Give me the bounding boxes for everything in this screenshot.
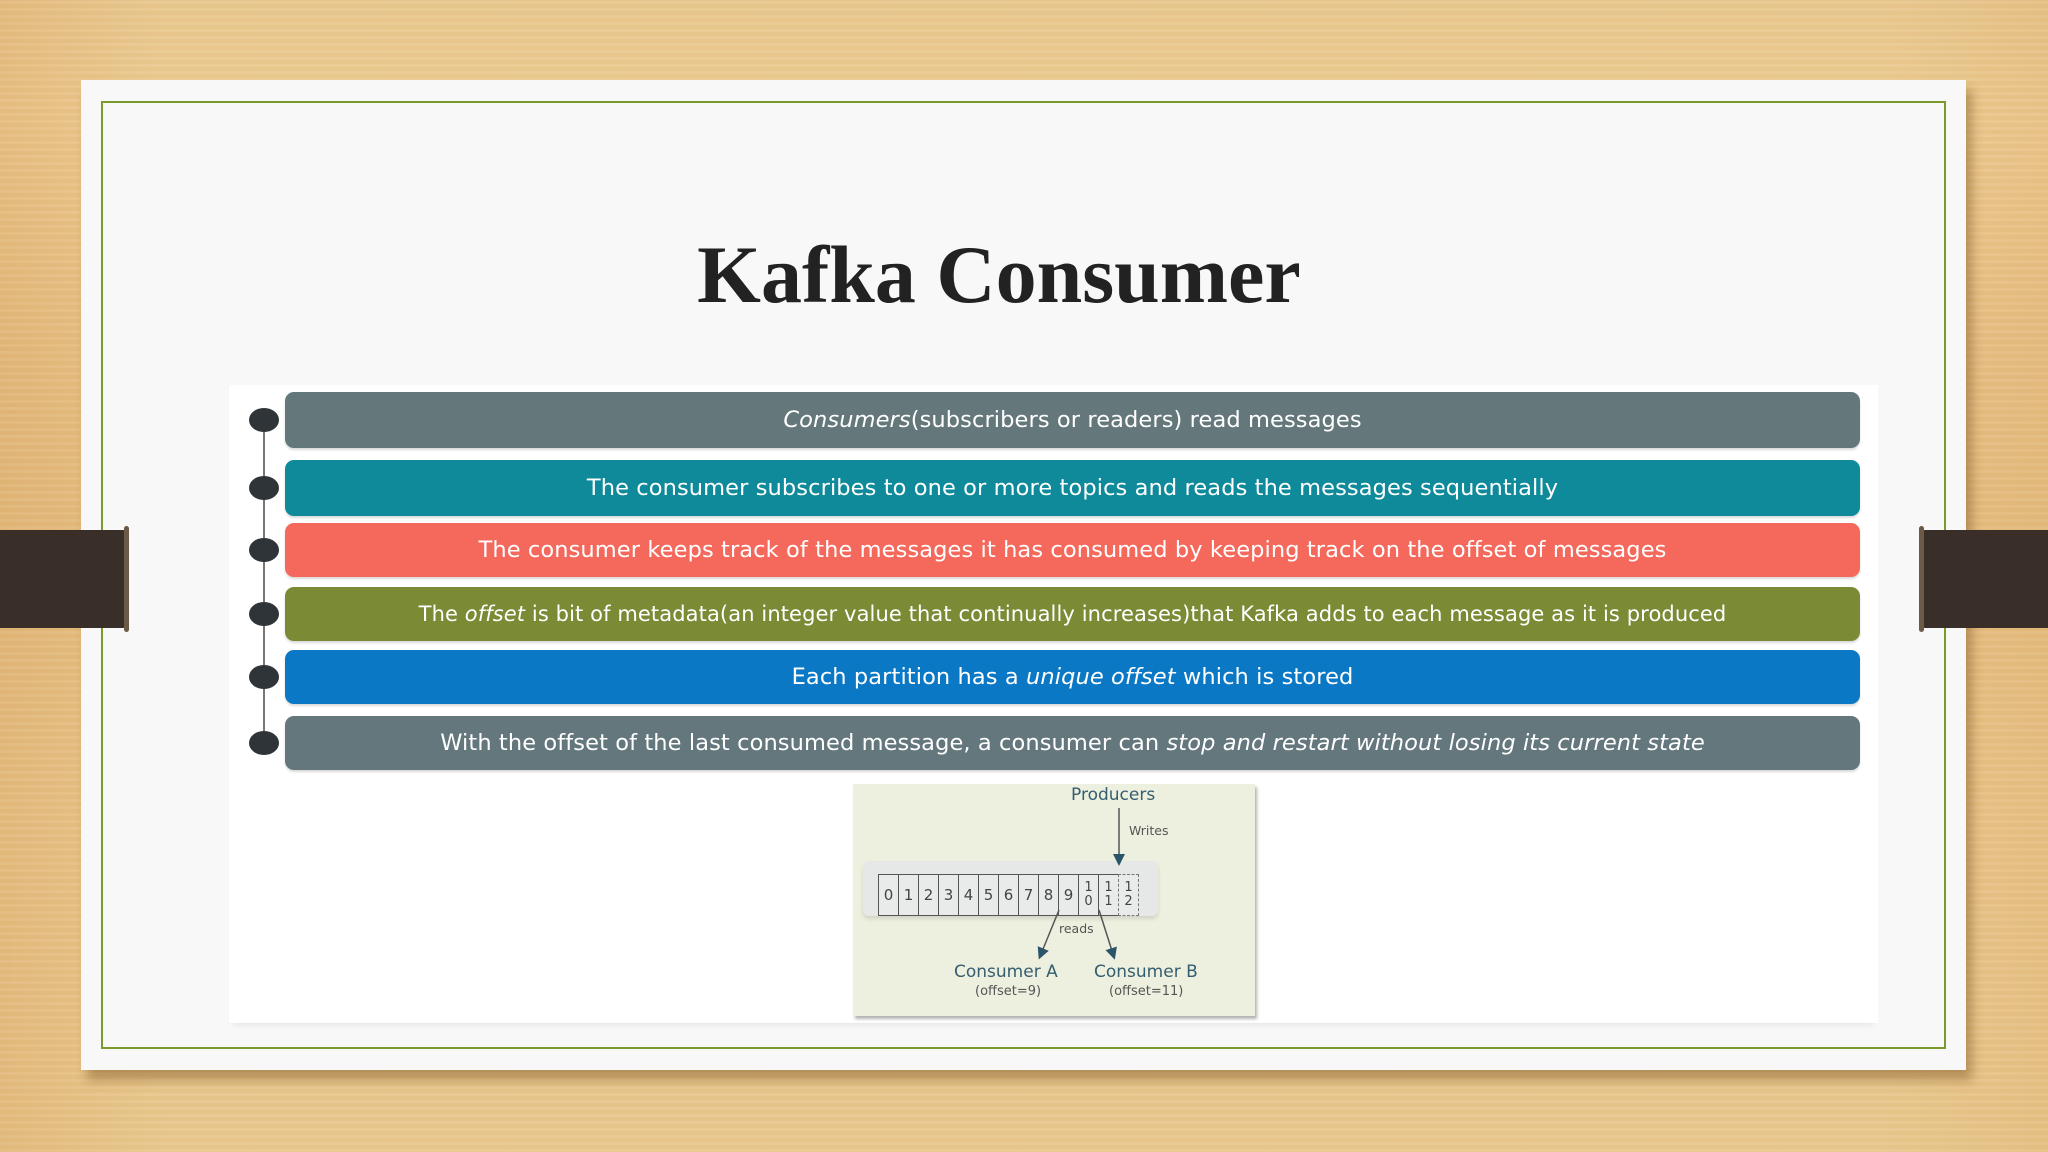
- offset-cell: 0: [878, 874, 898, 916]
- point-text: Consumers(subscribers or readers) read m…: [783, 407, 1362, 433]
- point-text: With the offset of the last consumed mes…: [440, 730, 1705, 756]
- offset-cell: 8: [1038, 874, 1058, 916]
- point-bar-1: Consumers(subscribers or readers) read m…: [285, 392, 1860, 448]
- point-bar-4: The offset is bit of metadata(an integer…: [285, 587, 1860, 641]
- point-bar-2: The consumer subscribes to one or more t…: [285, 460, 1860, 516]
- read-arrow-b-icon: [1098, 909, 1117, 960]
- offset-cell: 1: [898, 874, 918, 916]
- point-bar-5: Each partition has a unique offset which…: [285, 650, 1860, 704]
- point-bar-3: The consumer keeps track of the messages…: [285, 523, 1860, 577]
- consumer-b-offset: (offset=11): [1109, 984, 1184, 999]
- binder-clip-right: [1919, 526, 2048, 632]
- point-text: The consumer subscribes to one or more t…: [586, 475, 1559, 501]
- binder-clip-left: [0, 526, 129, 632]
- bullet-dot-icon: [249, 731, 279, 755]
- consumer-a-offset: (offset=9): [975, 984, 1042, 999]
- timeline-connector: [263, 428, 265, 744]
- point-bar-6: With the offset of the last consumed mes…: [285, 716, 1860, 770]
- bullet-dot-icon: [249, 602, 279, 626]
- point-text: The consumer keeps track of the messages…: [478, 537, 1667, 563]
- offset-cell: 7: [1018, 874, 1038, 916]
- bullet-dot-icon: [249, 538, 279, 562]
- bullet-dot-icon: [249, 408, 279, 432]
- producers-label: Producers: [1071, 785, 1156, 805]
- offset-cell: 6: [998, 874, 1018, 916]
- read-arrow-a-icon: [1037, 909, 1060, 960]
- slide-title: Kafka Consumer: [697, 229, 1301, 320]
- offset-cell: 2: [918, 874, 938, 916]
- bullet-dot-icon: [249, 665, 279, 689]
- point-text: Each partition has a unique offset which…: [791, 664, 1354, 690]
- bullet-dot-icon: [249, 476, 279, 500]
- offset-cell: 9: [1058, 874, 1078, 916]
- point-text: The offset is bit of metadata(an integer…: [418, 602, 1727, 626]
- consumer-b-label: Consumer B: [1094, 962, 1198, 982]
- diagram-arrows: [1037, 808, 1125, 960]
- consumer-a-label: Consumer A: [954, 962, 1058, 982]
- offset-cell: 5: [978, 874, 998, 916]
- reads-label: reads: [1059, 921, 1094, 936]
- offset-cell: 3: [938, 874, 958, 916]
- offset-cell: 4: [958, 874, 978, 916]
- writes-label: Writes: [1129, 823, 1169, 838]
